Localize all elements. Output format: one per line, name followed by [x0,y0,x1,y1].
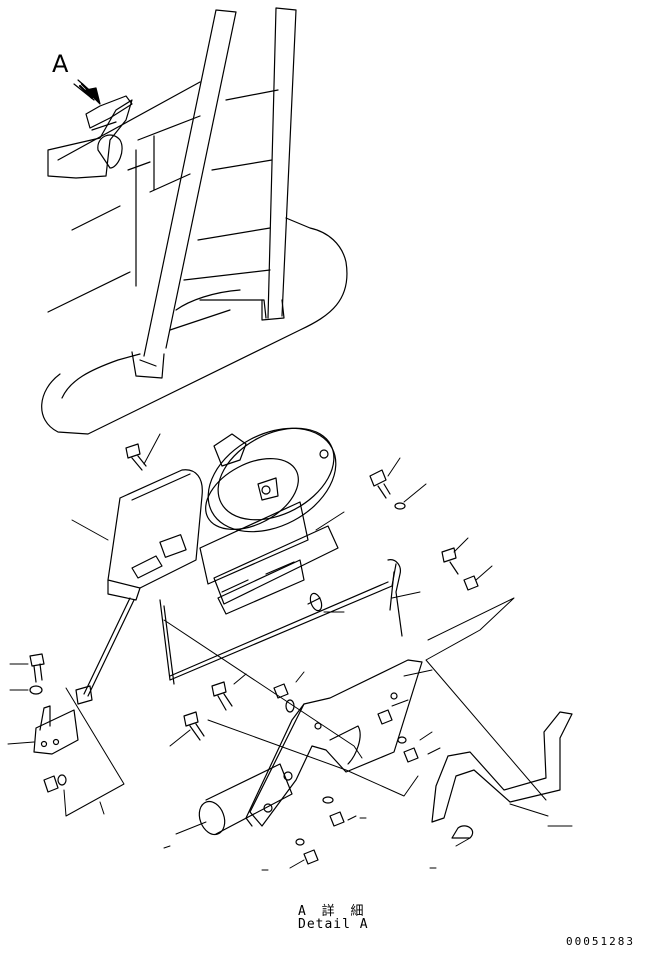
track-frame [42,218,347,434]
detail-a [8,407,572,870]
boom-brace [184,90,278,318]
nut-10 [404,748,418,762]
detail-caption-english: Detail A [298,917,369,932]
bolt-2 [370,470,390,498]
pedal-bracket-hole-1 [284,772,292,780]
drum-bolt-2 [320,450,328,458]
view-label: A [52,50,69,78]
boom-right [268,8,296,318]
small-bracket-hole-1 [42,742,47,747]
valve-port [160,535,186,558]
nut-9 [378,710,392,724]
valve-housing [108,470,202,588]
pedal-bracket-hole-2 [264,804,272,812]
bracket-plate-3 [218,560,304,614]
small-bracket [34,710,78,754]
small-bracket-hole-2 [54,740,59,745]
bracket-slot [222,562,294,592]
pedal-detail-2 [98,135,122,168]
washer-10 [398,737,406,743]
washer-left [30,686,42,694]
bolt-3 [442,548,458,574]
link-rod [160,564,396,684]
boom-foot [132,300,284,378]
boom-left [144,10,236,356]
pedal-bracket [250,660,422,826]
nut-left [44,776,58,792]
cable-end [76,686,92,704]
drum-outer [190,407,353,552]
nut-7 [330,812,344,826]
valve-port-2 [132,556,162,578]
pedal-bracket-web [330,726,360,764]
washer-8 [296,839,304,845]
small-bracket-flange [40,706,50,730]
nut-3 [464,576,478,590]
bracket-plate [200,502,308,584]
control-cable [84,598,134,696]
bolt-left [30,654,44,682]
drum-hub [214,434,246,466]
track-frame-inner [62,354,140,398]
drum-face [194,444,310,544]
rod-end [388,560,402,636]
bolt-1 [126,444,146,470]
drawing-number: 00051283 [566,935,635,948]
washer-7 [323,797,333,803]
washer-2 [395,503,405,509]
washer-left-2 [58,775,66,785]
pedal [432,712,572,822]
pedal-assembly-top [48,100,132,178]
boom-crossmember [170,290,240,330]
pedal-bracket-hole-4 [391,693,397,699]
pedal-bracket-hole-3 [315,723,321,729]
link-rod-upper [170,582,388,676]
bolt-4 [212,682,232,710]
detail-caption-japanese: A 詳 細 [298,904,368,919]
rod-clip [308,592,324,612]
drum-bolt-1 [262,486,270,494]
cylinder-body [206,764,292,834]
machine-overview [42,8,347,434]
leader-lines [8,434,572,870]
deck-rail [138,116,200,192]
nut-8 [304,850,318,864]
drum-rim [202,410,349,539]
bolt-5 [184,712,204,740]
bracket-plate-2 [214,526,338,604]
view-arrow [74,80,100,104]
pedal-clip [452,826,473,838]
cylinder-end [195,798,229,838]
drum-bolt-3 [258,478,278,500]
valve-housing-edge [108,474,190,600]
upper-deck [48,82,200,312]
nut-6 [274,684,288,698]
pedal-detail [86,96,132,130]
